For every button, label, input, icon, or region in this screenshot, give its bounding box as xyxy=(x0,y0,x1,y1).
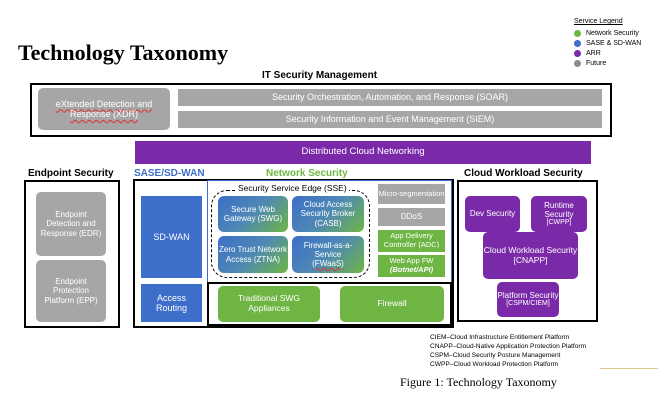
epp-box: Endpoint Protection Platform (EPP) xyxy=(36,260,106,322)
firewall-box: Firewall xyxy=(340,286,444,322)
siem-box: Security Information and Event Managemen… xyxy=(178,111,602,128)
footnote: CIEM–Cloud Infrastructure Entitlement Pl… xyxy=(430,334,570,341)
green-dot-icon xyxy=(574,29,581,37)
legend-label: SASE & SD-WAN xyxy=(586,39,642,47)
footnote: CWPP–Cloud Workload Protection Platform xyxy=(430,360,559,368)
service-legend: Service Legend Network Security SASE & S… xyxy=(574,18,641,68)
legend-item: Network Security xyxy=(574,28,641,38)
cnapp-abbrev: [CNAPP] xyxy=(513,254,548,265)
appliance-frame xyxy=(207,282,452,326)
sase-sdwan-heading: SASE/SD-WAN xyxy=(134,168,205,179)
legend-item: ARR xyxy=(574,48,641,58)
caption-rule xyxy=(600,368,658,369)
figure-caption: Figure 1: Technology Taxonomy xyxy=(400,375,557,389)
web-app-fw-detail: (Botnet/API) xyxy=(389,265,434,274)
runtime-security-box: Runtime Security [CWPP] xyxy=(531,196,587,232)
swg-box: Secure Web Gateway (SWG) xyxy=(218,196,288,232)
fwaas-label: Firewall-as-a-Service xyxy=(303,240,353,259)
legend-label: Network Security xyxy=(586,29,639,37)
casb-box: Cloud Access Security Broker (CASB) xyxy=(292,196,364,232)
runtime-security-label: Runtime Security xyxy=(544,200,574,219)
traditional-swg-box: Traditional SWG Appliances xyxy=(218,286,320,322)
legend-label: ARR xyxy=(586,49,601,57)
xdr-box: eXtended Detection and Response (XDR) xyxy=(38,88,170,130)
fwaas-abbrev: (FWaaS) xyxy=(312,259,344,269)
cloud-workload-heading: Cloud Workload Security xyxy=(464,168,583,179)
legend-label: Future xyxy=(586,59,607,67)
edr-box: Endpoint Detection and Response (EDR) xyxy=(36,192,106,256)
distributed-cloud-networking-bar: Distributed Cloud Networking xyxy=(135,141,591,164)
fwaas-box: Firewall-as-a-Service (FWaaS) xyxy=(292,236,364,273)
legend-item: SASE & SD-WAN xyxy=(574,38,641,48)
platform-security-box: Platform Security [CSPM/CIEM] xyxy=(497,282,559,317)
xdr-label: eXtended Detection and Response (XDR) xyxy=(55,98,153,119)
footnote: CSPM–Cloud Security Posture Management xyxy=(430,351,561,359)
gray-dot-icon xyxy=(574,59,581,67)
access-routing-box: Access Routing xyxy=(141,284,202,322)
sdwan-box: SD-WAN xyxy=(141,196,202,278)
network-security-heading: Network Security xyxy=(266,168,348,179)
web-app-fw-label: Web App FW xyxy=(389,256,434,266)
sse-heading: Security Service Edge (SSE) xyxy=(236,183,349,193)
blue-dot-icon xyxy=(574,39,581,47)
ztna-box: Zero Trust Network Access (ZTNA) xyxy=(218,236,288,273)
ddos-box: DDoS xyxy=(378,208,445,226)
adc-box: App Delivery Controller (ADC) xyxy=(378,230,445,252)
endpoint-security-frame xyxy=(24,180,120,328)
cloud-workload-frame xyxy=(457,180,598,322)
page-title: Technology Taxonomy xyxy=(18,40,229,65)
it-security-frame xyxy=(30,83,612,137)
web-app-fw-box: Web App FW (Botnet/API) xyxy=(378,255,445,277)
runtime-security-abbrev: [CWPP] xyxy=(546,219,572,227)
footnote: CNAPP–Cloud-Native Application Protectio… xyxy=(430,342,587,350)
footnotes: CIEM–Cloud Infrastructure Entitlement Pl… xyxy=(430,334,586,370)
purple-dot-icon xyxy=(574,49,581,57)
platform-security-label: Platform Security xyxy=(497,290,559,300)
platform-security-abbrev: [CSPM/CIEM] xyxy=(506,300,550,308)
cnapp-label: Cloud Workload Security xyxy=(483,244,578,255)
endpoint-security-heading: Endpoint Security xyxy=(28,168,114,179)
cnapp-box: Cloud Workload Security [CNAPP] xyxy=(483,232,578,279)
soar-box: Security Orchestration, Automation, and … xyxy=(178,89,602,106)
legend-item: Future xyxy=(574,58,641,68)
microsegmentation-box: Micro-segmentation xyxy=(378,184,445,204)
it-security-heading: IT Security Management xyxy=(262,70,378,81)
legend-title: Service Legend xyxy=(574,18,623,25)
dev-security-box: Dev Security xyxy=(465,196,520,232)
